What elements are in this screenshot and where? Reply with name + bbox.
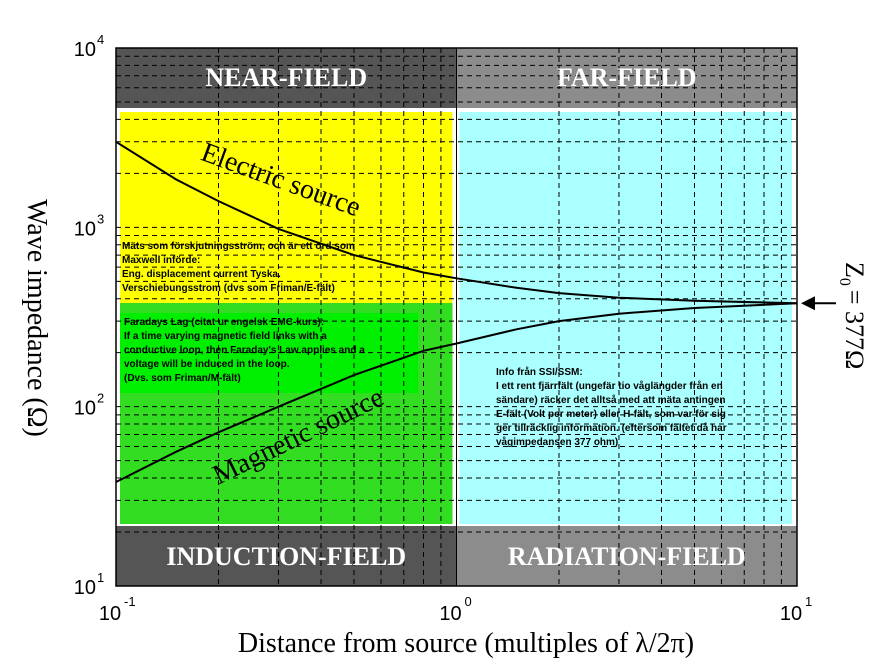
radiation-note-line: E-fält (Volt per meter) eller H-fält, so… xyxy=(496,409,726,420)
y-tick-exp: 2 xyxy=(97,391,104,406)
y-tick-base: 10 xyxy=(74,577,96,599)
y-tick-exp: 4 xyxy=(97,32,104,47)
magnetic-note-line: conductive loop, then Faraday's Law appl… xyxy=(124,345,365,356)
electric-note-line: Mäts som förskjutningsström, och är ett … xyxy=(122,241,355,252)
x-tick-base: 10 xyxy=(780,603,802,625)
far-field-label: FAR-FIELD xyxy=(557,63,697,92)
magnetic-note-line: If a time varying magnetic field links w… xyxy=(124,331,327,342)
x-tick-exp: 0 xyxy=(465,594,472,609)
z0-label: Z0 = 377Ω xyxy=(836,262,869,369)
z0-arrow-head xyxy=(801,296,815,311)
magnetic-note-line: (Dvs. som Friman/M-fält) xyxy=(124,373,241,384)
x-tick-label: 101 xyxy=(780,594,812,625)
magnetic-note-line: voltage will be induced in the loop. xyxy=(124,359,290,370)
electric-note-line: Eng. displacement current Tyska. xyxy=(122,269,281,280)
radiation-note-line: I ett rent fjärrfält (ungefär tio våglän… xyxy=(496,380,723,392)
x-tick-label: 10-1 xyxy=(99,594,136,625)
y-tick-base: 10 xyxy=(74,398,96,420)
magnetic-source-line xyxy=(115,302,798,483)
near-field-label: NEAR-FIELD xyxy=(205,63,367,92)
grid xyxy=(116,48,797,586)
x-tick-exp: -1 xyxy=(124,594,136,609)
far-field-band xyxy=(456,48,797,108)
x-tick-base: 10 xyxy=(99,603,121,625)
background-regions xyxy=(116,48,797,586)
radiation-note-line: vågimpedansen 377 ohm) xyxy=(496,436,618,448)
y-tick-exp: 3 xyxy=(97,211,104,226)
radiation-note-line: ger tillräcklig information. (eftersom f… xyxy=(496,422,727,434)
x-tick-base: 10 xyxy=(439,603,461,625)
y-axis-label: Wave impedance (Ω) xyxy=(21,199,52,437)
electric-note-line: Verschiebungsstrom (dvs som Friman/E-fäl… xyxy=(122,283,335,294)
induction-field-band xyxy=(116,526,457,586)
near-field-band xyxy=(116,48,457,108)
curves xyxy=(115,140,798,483)
x-tick-exp: 1 xyxy=(805,594,812,609)
y-tick-exp: 1 xyxy=(97,570,104,585)
x-tick-label: 10 0 xyxy=(439,594,471,625)
z0-value: = 377Ω xyxy=(840,290,869,370)
x-axis-label: Distance from source (multiples of λ/2π) xyxy=(238,628,694,659)
induction-field-label: INDUCTION-FIELD xyxy=(166,542,406,571)
y-tick-base: 10 xyxy=(74,218,96,240)
z0-symbol: Z xyxy=(840,262,869,278)
radiation-field-label: RADIATION-FIELD xyxy=(508,542,746,571)
radiation-zone xyxy=(459,112,792,524)
y-tick-base: 10 xyxy=(74,39,96,61)
radiation-field-band xyxy=(456,526,797,586)
electric-note-line: Maxwell införde: xyxy=(122,255,200,266)
z0-subscript: 0 xyxy=(836,278,853,286)
electric-source-line xyxy=(115,140,798,305)
electric-zone xyxy=(120,112,453,303)
magnetic-note-line: Faradays Lag (citat ur engelsk EMC-kurs)… xyxy=(124,317,324,328)
radiation-note-line: sändare) räcker det alltså med att mäta … xyxy=(496,394,726,406)
radiation-note-line: Info från SSI/SSM: xyxy=(496,366,583,378)
